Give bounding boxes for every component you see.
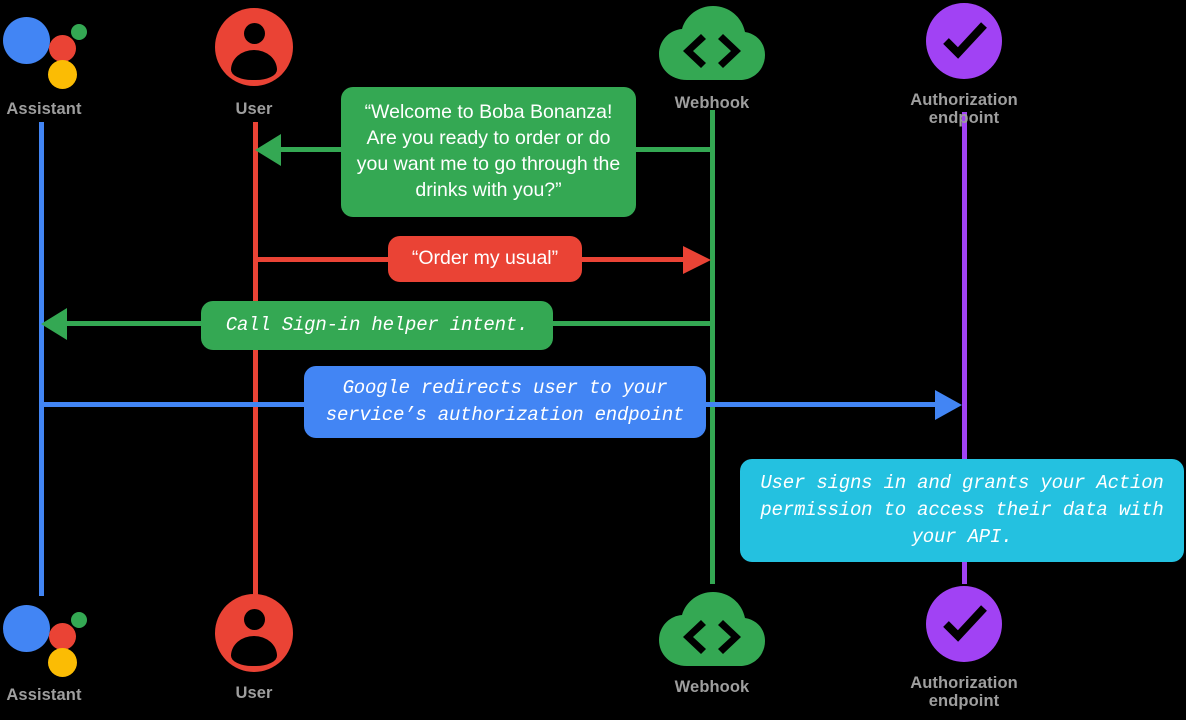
- message-text-signin: Call Sign-in helper intent.: [225, 314, 529, 337]
- actor-label-user: User: [235, 100, 273, 118]
- purple-check-icon: [926, 586, 1002, 662]
- actor-label-auth: Authorization endpoint: [910, 674, 1018, 711]
- purple-check-icon: [926, 3, 1002, 79]
- assistant-dot-yellow: [48, 60, 77, 89]
- assistant-dot-red: [49, 35, 76, 62]
- lifeline-webhook: [710, 110, 715, 584]
- actor-auth-top: Authorization endpoint: [888, 3, 1040, 128]
- arrow-head-signin: [41, 308, 67, 340]
- message-text-welcome: “Welcome to Boba Bonanza! Are you ready …: [356, 101, 621, 201]
- actor-webhook-top: Webhook: [657, 6, 767, 112]
- assistant-dot-blue: [3, 17, 50, 64]
- arrow-head-order: [683, 246, 711, 274]
- actor-label-assistant: Assistant: [6, 100, 82, 118]
- google-assistant-icon: [1, 596, 87, 677]
- actor-label-auth: Authorization endpoint: [910, 91, 1018, 128]
- user-avatar-head: [243, 609, 265, 630]
- message-bubble-order: “Order my usual”: [388, 236, 582, 282]
- message-bubble-signin: Call Sign-in helper intent.: [201, 301, 553, 350]
- cloud-code-icon: [657, 6, 767, 84]
- actor-label-assistant: Assistant: [6, 686, 82, 704]
- assistant-dot-red: [49, 623, 76, 650]
- lifeline-user: [253, 122, 258, 596]
- lifeline-assistant: [39, 122, 44, 596]
- assistant-dot-green: [71, 24, 87, 40]
- cloud-code-icon: [657, 592, 767, 670]
- user-avatar-icon: [215, 8, 293, 86]
- assistant-dot-green: [71, 612, 87, 628]
- message-bubble-redirect: Google redirects user to your service’s …: [304, 366, 706, 438]
- assistant-dot-blue: [3, 605, 50, 652]
- actor-user-top: User: [215, 8, 293, 118]
- actor-user-bottom: User: [215, 594, 293, 702]
- lifeline-auth: [962, 112, 967, 584]
- actor-assistant-top: Assistant: [0, 8, 88, 118]
- message-text-signin-grant: User signs in and grants your Action per…: [760, 472, 1164, 548]
- google-assistant-icon: [1, 8, 87, 89]
- message-text-redirect: Google redirects user to your service’s …: [325, 377, 685, 426]
- actor-assistant-bottom: Assistant: [0, 596, 88, 704]
- assistant-dot-yellow: [48, 648, 77, 677]
- actor-label-webhook: Webhook: [674, 678, 750, 696]
- arrow-head-redirect: [935, 390, 962, 420]
- user-avatar-head: [243, 23, 265, 44]
- user-avatar-body: [231, 50, 277, 80]
- actor-label-user: User: [235, 684, 273, 702]
- user-avatar-body: [231, 636, 277, 666]
- actor-webhook-bottom: Webhook: [657, 592, 767, 696]
- actor-auth-bottom: Authorization endpoint: [888, 586, 1040, 711]
- message-text-order: “Order my usual”: [411, 247, 559, 270]
- arrow-head-welcome: [255, 134, 281, 166]
- actor-label-webhook: Webhook: [674, 94, 750, 112]
- message-bubble-welcome: “Welcome to Boba Bonanza! Are you ready …: [341, 87, 636, 217]
- user-avatar-icon: [215, 594, 293, 672]
- message-bubble-signin-grant: User signs in and grants your Action per…: [740, 459, 1184, 562]
